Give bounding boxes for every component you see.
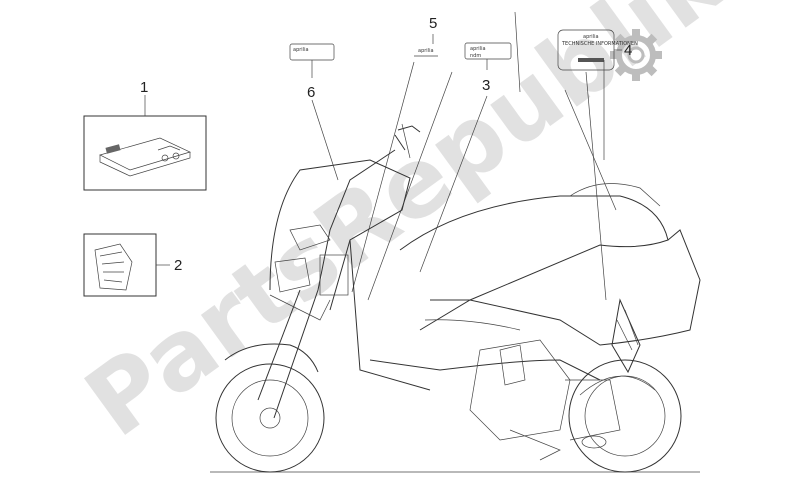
leader-lines	[311, 11, 617, 301]
part-4-decal-text-2: TECHNISCHE INFORMATIONEN	[561, 41, 638, 47]
part-2-kit-box	[83, 233, 170, 297]
callout-6: 6	[307, 84, 315, 101]
part-1-owner-manual-box	[83, 95, 207, 191]
part-4-decal-text-1: aprilia	[583, 34, 599, 40]
part-6-label-text: aprilia	[293, 47, 309, 53]
part-4-info-decal: aprilia TECHNISCHE INFORMATIONEN	[557, 29, 638, 71]
gear-logo-icon	[610, 29, 662, 81]
scooter-drawing	[210, 123, 701, 473]
part-3-ndm-label: aprilia ndm	[464, 42, 512, 70]
callout-2: 2	[174, 257, 182, 274]
callout-4: 4	[624, 42, 632, 59]
callout-1: 1	[140, 79, 148, 96]
part-5-aprilia-label: aprilia	[414, 34, 438, 57]
part-3-label-text-1: aprilia	[470, 46, 486, 52]
part-5-label-text: aprilia	[418, 48, 434, 54]
part-3-label-text-2: ndm	[470, 53, 481, 59]
callout-5: 5	[429, 15, 437, 32]
part-6-aprilia-label: aprilia	[289, 43, 335, 78]
callout-3: 3	[482, 77, 490, 94]
